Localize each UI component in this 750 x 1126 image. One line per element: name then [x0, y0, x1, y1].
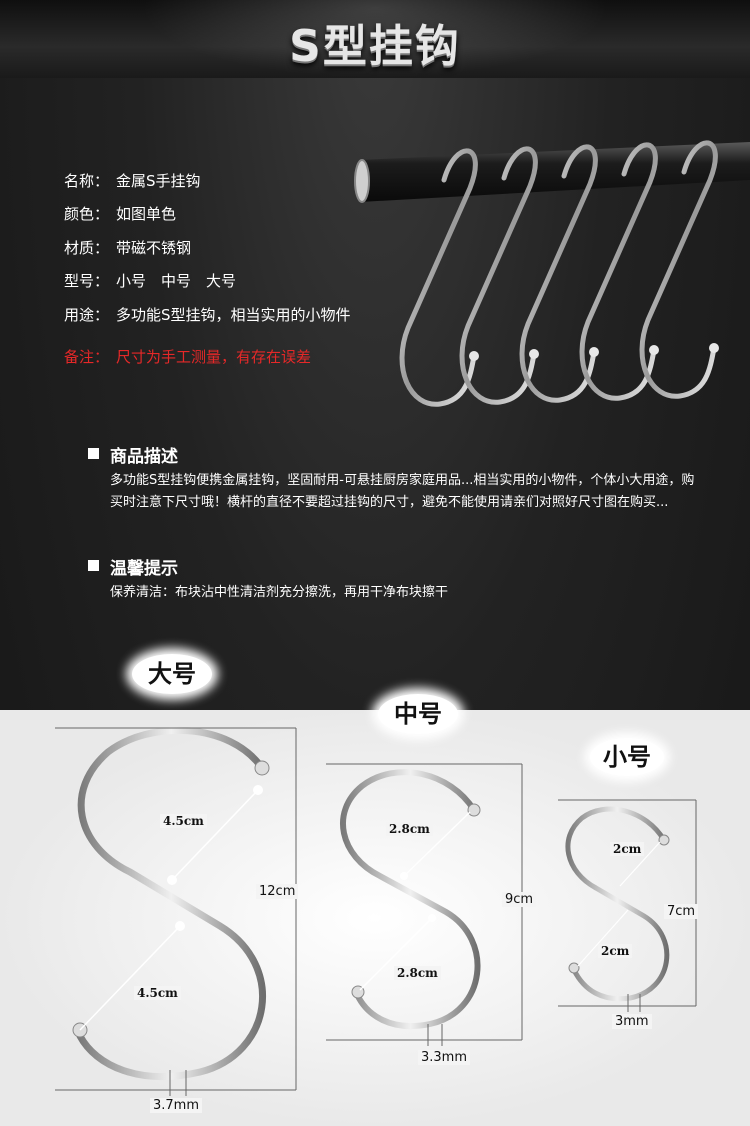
small-hook [558, 799, 697, 1012]
hero-hooks-image [354, 140, 750, 407]
tips-heading: 温馨提示 [110, 559, 178, 579]
banner-sheen [140, 0, 610, 78]
spec-material-value: 带磁不锈钢 [116, 239, 192, 257]
large-size-title: 大号 [132, 654, 212, 694]
tips-text: 保养清洁：布块沾中性清洁剂充分擦洗，再用干净布块擦干 [110, 585, 449, 600]
small-bottom-width-label: 2cm [598, 944, 633, 958]
medium-top-width-label: 2.8cm [386, 822, 433, 836]
small-size-title: 小号 [590, 738, 664, 776]
large-hook [55, 726, 297, 1096]
small-top-width-label: 2cm [610, 842, 645, 856]
large-bottom-width-label: 4.5cm [134, 986, 181, 1000]
tips-bullet [88, 560, 99, 571]
title-banner: S型挂钩 [0, 0, 750, 78]
spec-note: 备注： 尺寸为手工测量，有存在误差 [64, 346, 311, 367]
hooks-group [399, 140, 718, 407]
size-diagram [0, 710, 750, 1126]
spec-name: 名称： 金属S手挂钩 [64, 170, 201, 191]
spec-color-key: 颜色： [64, 205, 110, 223]
description-bullet [88, 448, 99, 459]
spec-name-key: 名称： [64, 172, 110, 190]
spec-usage-value: 多功能S型挂钩，相当实用的小物件 [116, 306, 351, 324]
hook-tips [469, 343, 719, 361]
medium-size-title: 中号 [378, 694, 458, 734]
spec-material-key: 材质： [64, 239, 110, 257]
large-wire-label: 3.7mm [150, 1098, 203, 1113]
small-wire-label: 3mm [612, 1014, 652, 1029]
spec-color: 颜色： 如图单色 [64, 203, 176, 224]
spec-note-value: 尺寸为手工测量，有存在误差 [116, 348, 312, 366]
small-height-label: 7cm [664, 904, 699, 919]
medium-wire-label: 3.3mm [418, 1050, 471, 1065]
description-heading: 商品描述 [110, 447, 178, 467]
description-text: 多功能S型挂钩便携金属挂钩，坚固耐用-可悬挂厨房家庭用品...相当实用的小物件，… [110, 473, 695, 510]
spec-name-value: 金属S手挂钩 [116, 172, 201, 190]
large-height-label: 12cm [256, 884, 299, 899]
spec-model-key: 型号： [64, 272, 110, 290]
spec-material: 材质： 带磁不锈钢 [64, 237, 191, 258]
spec-model: 型号： 小号 中号 大号 [64, 270, 236, 291]
medium-height-label: 9cm [502, 892, 537, 907]
rail-end-cap [354, 159, 370, 203]
spec-color-value: 如图单色 [116, 205, 177, 223]
page-title: S型挂钩 [289, 21, 461, 72]
spec-usage: 用途： 多功能S型挂钩，相当实用的小物件 [64, 304, 351, 325]
spec-note-key: 备注： [64, 348, 110, 366]
medium-bottom-width-label: 2.8cm [394, 966, 441, 980]
spec-usage-key: 用途： [64, 306, 110, 324]
medium-hook [326, 763, 523, 1046]
large-top-width-label: 4.5cm [160, 814, 207, 828]
spec-model-value: 小号 中号 大号 [116, 272, 237, 290]
